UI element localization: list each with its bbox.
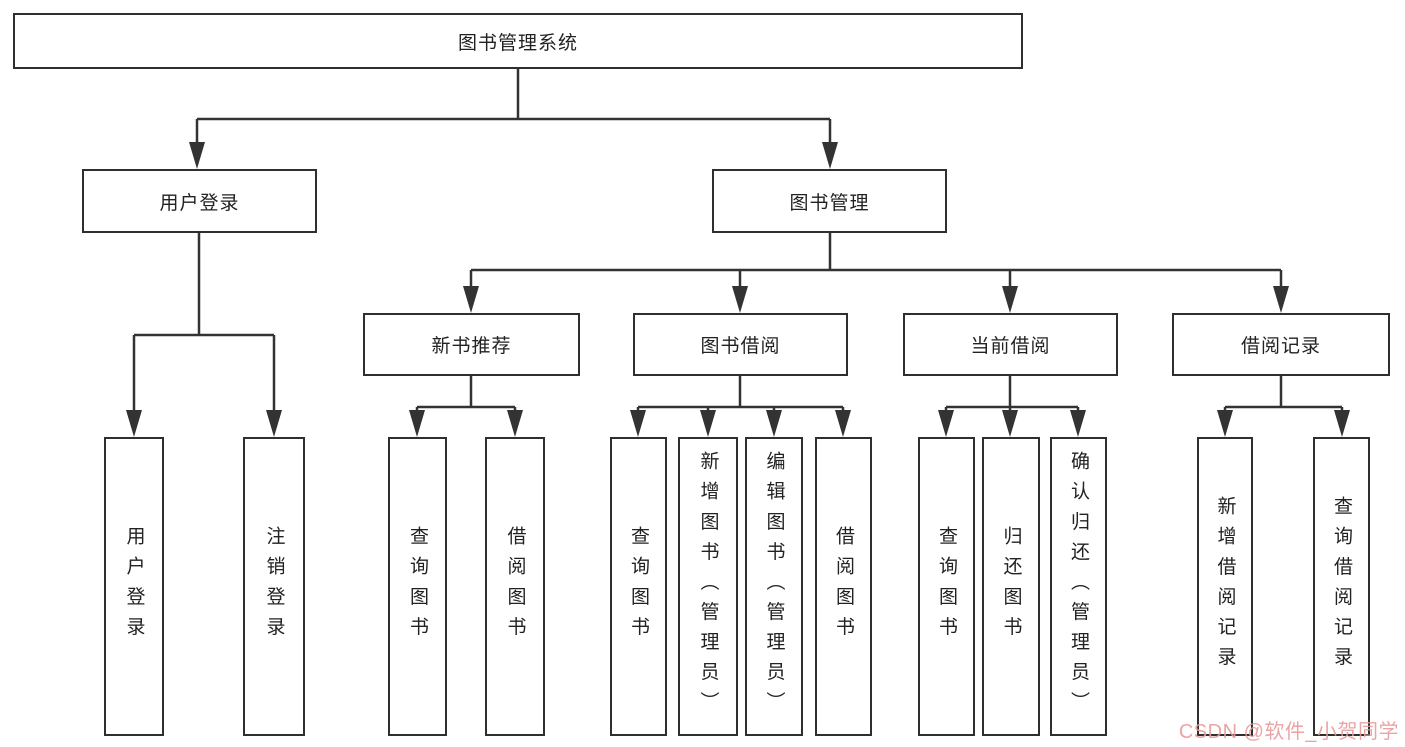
arrowhead	[189, 142, 205, 169]
arrowhead	[507, 410, 523, 437]
leaf-logout: 注销登录	[243, 437, 305, 736]
leaf-query-books-recommend: 查询图书	[388, 437, 447, 736]
arrowhead	[126, 410, 142, 437]
node-label: 借阅图书	[504, 526, 526, 647]
arrowhead	[1273, 286, 1289, 313]
arrowhead	[266, 410, 282, 437]
leaf-borrow-books: 借阅图书	[815, 437, 872, 736]
node-label: 借阅图书	[833, 526, 854, 647]
node-label: 用户登录	[123, 526, 145, 647]
node-book-management: 图书管理	[712, 169, 947, 233]
leaf-return-books: 归还图书	[982, 437, 1040, 736]
leaf-add-book-admin: 新增图书（管理员）	[678, 437, 738, 736]
arrowhead	[1002, 286, 1018, 313]
node-label: 查询图书	[936, 526, 957, 647]
node-label: 归还图书	[1000, 526, 1022, 647]
arrowhead	[766, 410, 782, 437]
node-label: 用户登录	[159, 192, 240, 214]
node-user-login: 用户登录	[82, 169, 317, 233]
node-label: 图书管理	[789, 192, 870, 214]
node-current-borrowing: 当前借阅	[903, 313, 1118, 376]
node-label: 新增图书（管理员）	[697, 451, 719, 722]
arrowhead	[822, 142, 838, 169]
node-label: 注销登录	[263, 526, 285, 647]
leaf-query-books-borrowing: 查询图书	[610, 437, 667, 736]
arrowhead	[463, 286, 479, 313]
node-label: 查询图书	[407, 526, 428, 647]
arrowhead	[409, 410, 425, 437]
arrowhead	[1334, 410, 1350, 437]
node-borrowing-records: 借阅记录	[1172, 313, 1390, 376]
node-label: 查询借阅记录	[1331, 496, 1352, 677]
arrowhead	[938, 410, 954, 437]
leaf-query-borrow-record: 查询借阅记录	[1313, 437, 1370, 736]
node-book-borrowing: 图书借阅	[633, 313, 848, 376]
arrowhead	[700, 410, 716, 437]
leaf-borrow-books-recommend: 借阅图书	[485, 437, 545, 736]
node-label: 当前借阅	[970, 336, 1051, 357]
arrowhead	[1002, 410, 1018, 437]
node-new-book-recommendation: 新书推荐	[363, 313, 580, 376]
csdn-watermark: CSDN @软件_小贺同学	[1178, 721, 1399, 743]
node-label: 编辑图书（管理员）	[763, 451, 785, 722]
node-label: 借阅记录	[1240, 336, 1321, 357]
node-label: 图书借阅	[700, 336, 781, 357]
node-label: 新增借阅记录	[1214, 496, 1236, 677]
leaf-edit-book-admin: 编辑图书（管理员）	[745, 437, 803, 736]
node-library-management-system: 图书管理系统	[13, 13, 1023, 69]
leaf-confirm-return-admin: 确认归还（管理员）	[1050, 437, 1107, 736]
arrowhead	[732, 286, 748, 313]
arrowhead	[630, 410, 646, 437]
node-label: 新书推荐	[431, 336, 512, 357]
arrowhead	[835, 410, 851, 437]
leaf-user-login: 用户登录	[104, 437, 164, 736]
leaf-add-borrow-record: 新增借阅记录	[1197, 437, 1253, 736]
node-label: 查询图书	[628, 526, 649, 647]
node-label: 图书管理系统	[457, 32, 578, 54]
leaf-query-books-current: 查询图书	[918, 437, 975, 736]
node-label: 确认归还（管理员）	[1068, 451, 1089, 722]
arrowhead	[1070, 410, 1086, 437]
arrowhead	[1217, 410, 1233, 437]
